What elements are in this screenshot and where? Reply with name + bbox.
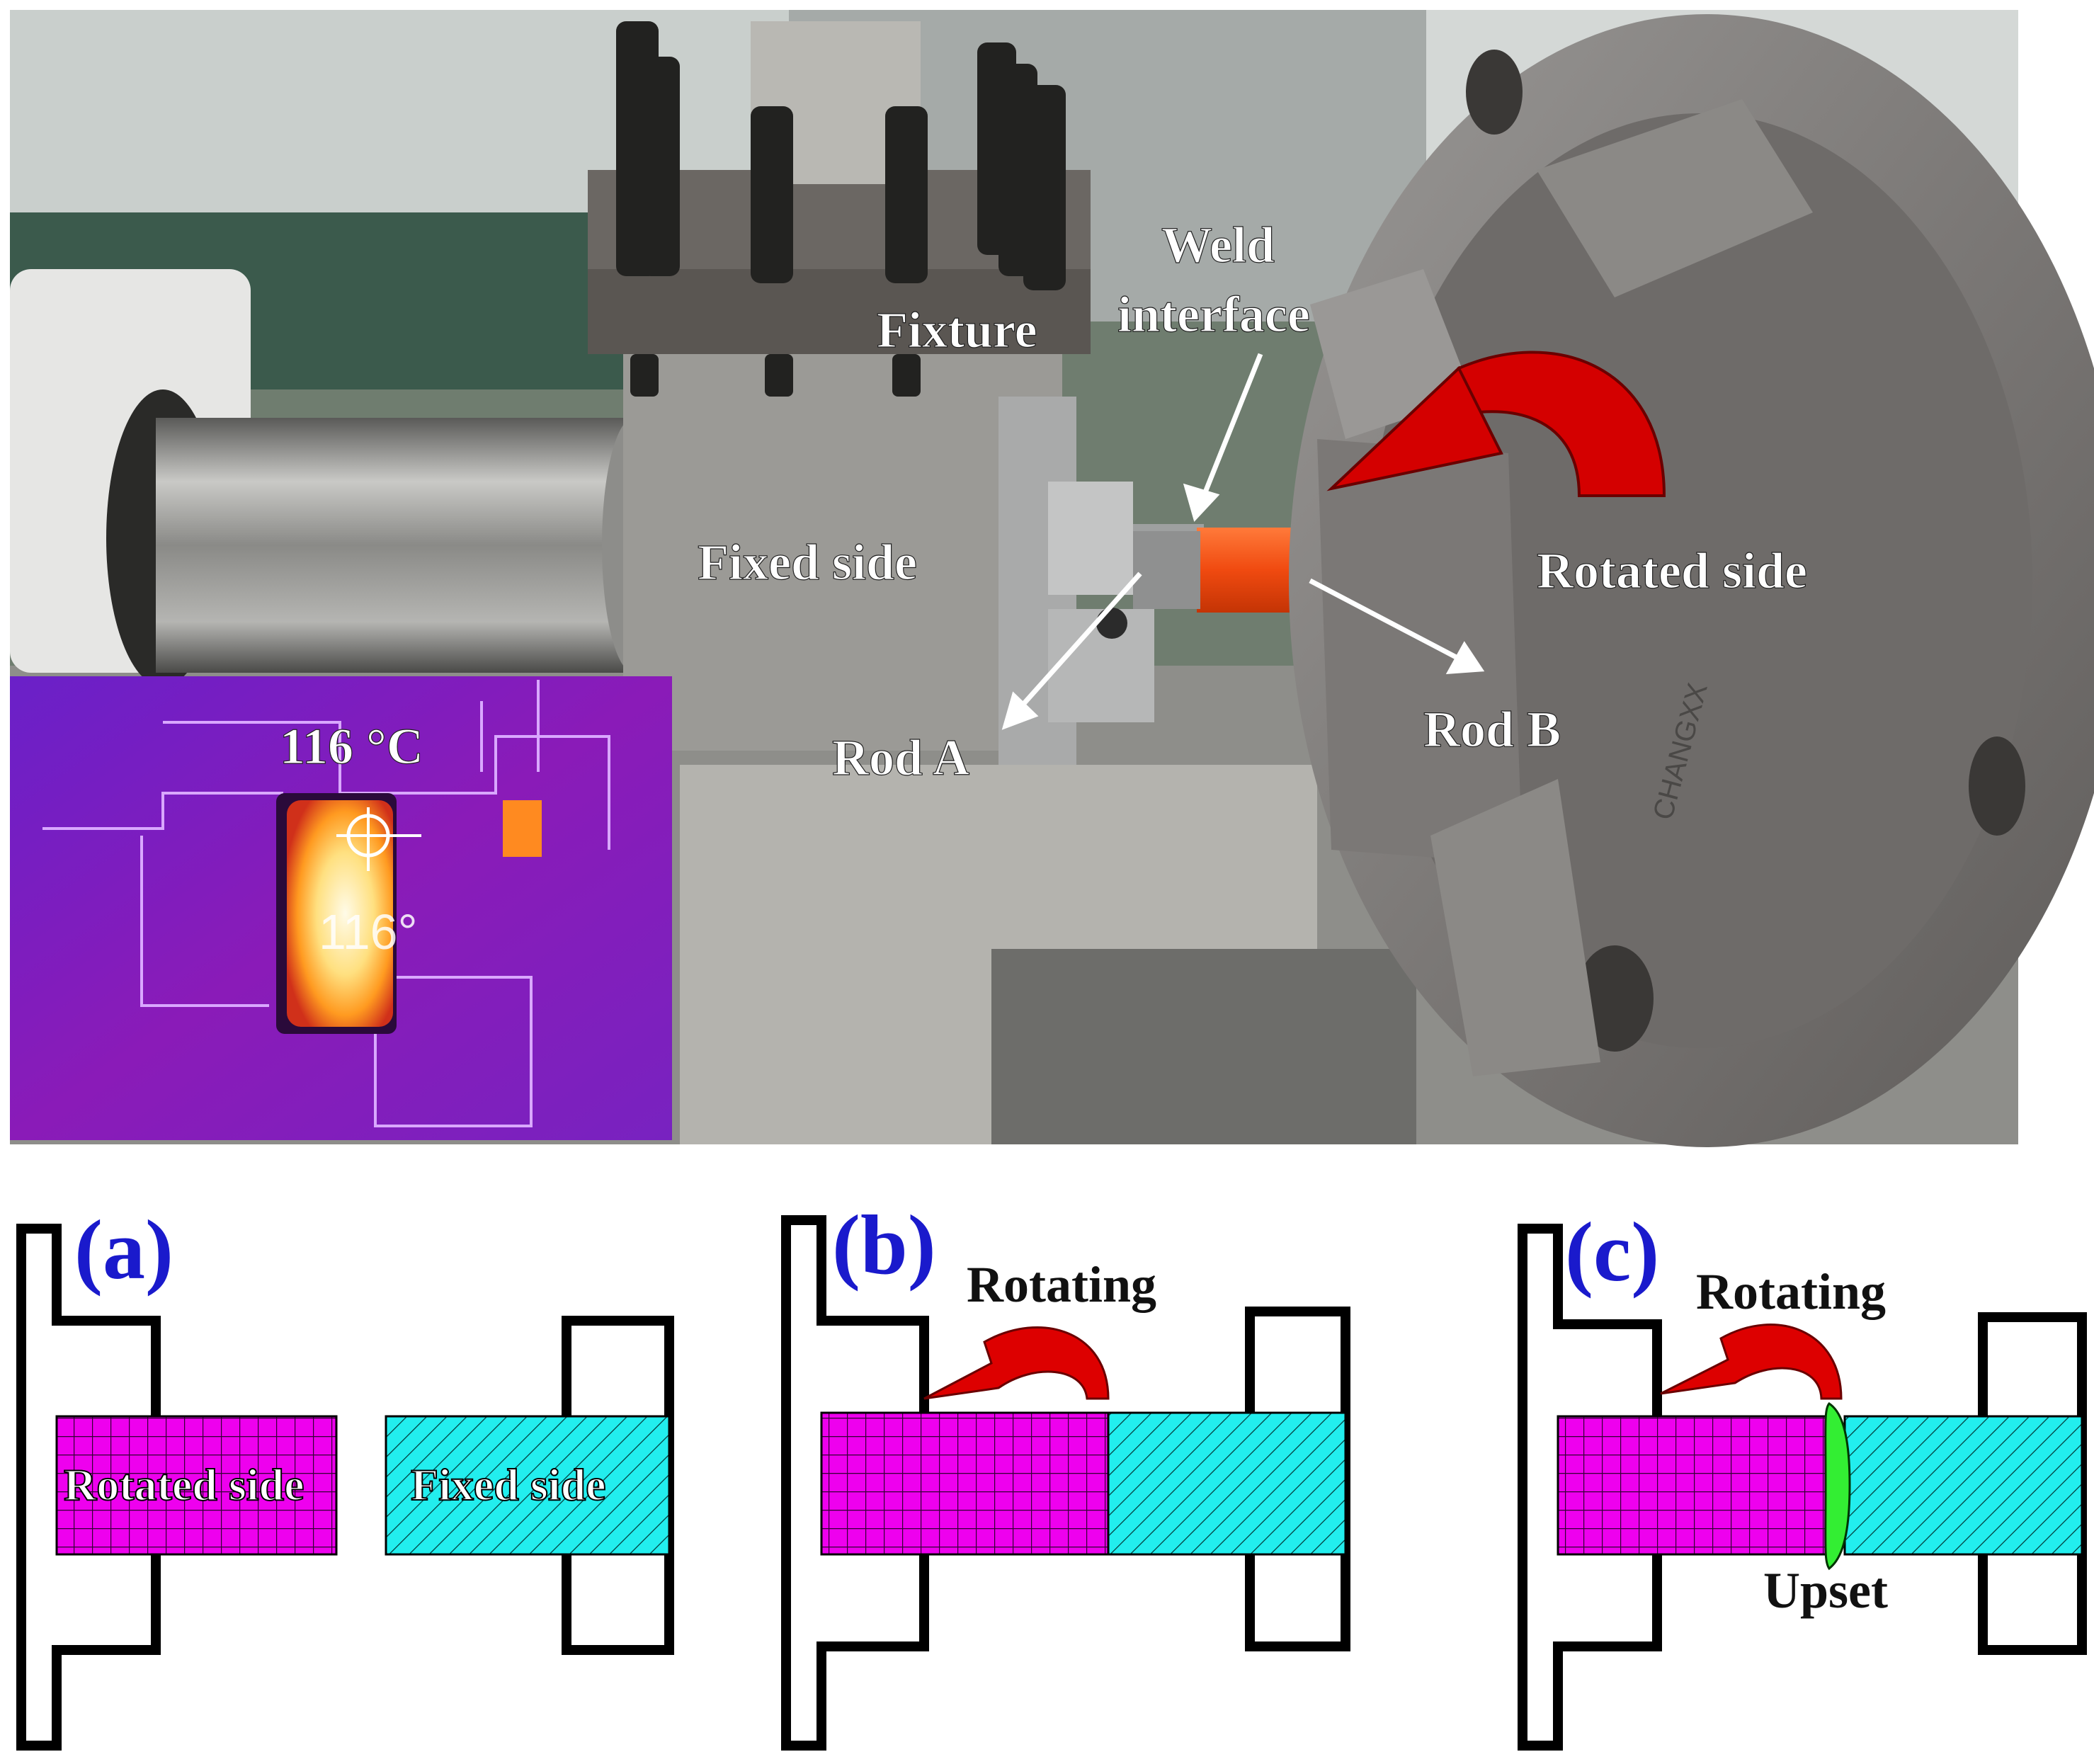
- rotated-rod-block: [55, 1415, 338, 1556]
- fixed-rod-block-c: [1843, 1415, 2083, 1556]
- panel-b-rotating-label: Rotating: [967, 1256, 1156, 1313]
- panel-c-upset-label: Upset: [1763, 1562, 1888, 1619]
- thermal-overlay-reading: 116°: [319, 904, 418, 960]
- label-weld-line2: interface: [1117, 286, 1310, 343]
- tailstock-quill: [156, 418, 644, 673]
- clamp-bolts: [616, 21, 1066, 397]
- thermal-image-inset: 116 °C 116°: [10, 676, 672, 1140]
- rotating-arrow-c: [1660, 1324, 1843, 1400]
- thermal-temperature-label: 116 °C: [280, 718, 423, 775]
- panel-a-tag: (a): [74, 1202, 173, 1297]
- panel-b-tag: (b): [832, 1197, 936, 1292]
- panel-a-fixed-label: Fixed side: [411, 1459, 606, 1510]
- rod-a: [1133, 531, 1200, 609]
- rotated-rod-block-b: [820, 1411, 1110, 1556]
- panel-c: (c) Rotating Upset: [1518, 1205, 2087, 1751]
- rod-a-pointer: [1018, 571, 1142, 710]
- label-fixed-side: Fixed side: [698, 534, 917, 591]
- rotation-arrowhead-large: [1326, 365, 1503, 491]
- upset-flash: [1824, 1402, 1851, 1571]
- panel-c-rotating-label: Rotating: [1696, 1263, 1886, 1320]
- pointer-arrows: [1001, 353, 1485, 730]
- label-rod-b: Rod B: [1423, 701, 1561, 758]
- fixed-rod-block: [385, 1415, 671, 1556]
- fixed-rod-block-b: [1107, 1411, 1347, 1556]
- rod-b-pointer: [1309, 578, 1460, 661]
- rotating-chuck: CHANGXX: [1289, 14, 2094, 1147]
- panel-b: (b) Rotating: [781, 1197, 1350, 1751]
- panel-a: (a) Rotated side Fixed side: [16, 1202, 674, 1751]
- label-fixture: Fixture: [877, 302, 1037, 358]
- panel-a-rotated-label: Rotated side: [64, 1459, 305, 1510]
- lathe-photo: CHANGXX Fixture Weld interface Fixed sid…: [10, 10, 2094, 1147]
- rotating-arrow-b: [923, 1326, 1110, 1400]
- rotated-rod-block-c: [1557, 1415, 1832, 1556]
- label-weld-line1: Weld: [1161, 217, 1275, 273]
- label-rod-a: Rod A: [832, 729, 969, 786]
- label-rotated-side: Rotated side: [1537, 542, 1807, 599]
- weld-interface-pointer: [1201, 353, 1263, 497]
- panel-c-tag: (c): [1565, 1205, 1659, 1299]
